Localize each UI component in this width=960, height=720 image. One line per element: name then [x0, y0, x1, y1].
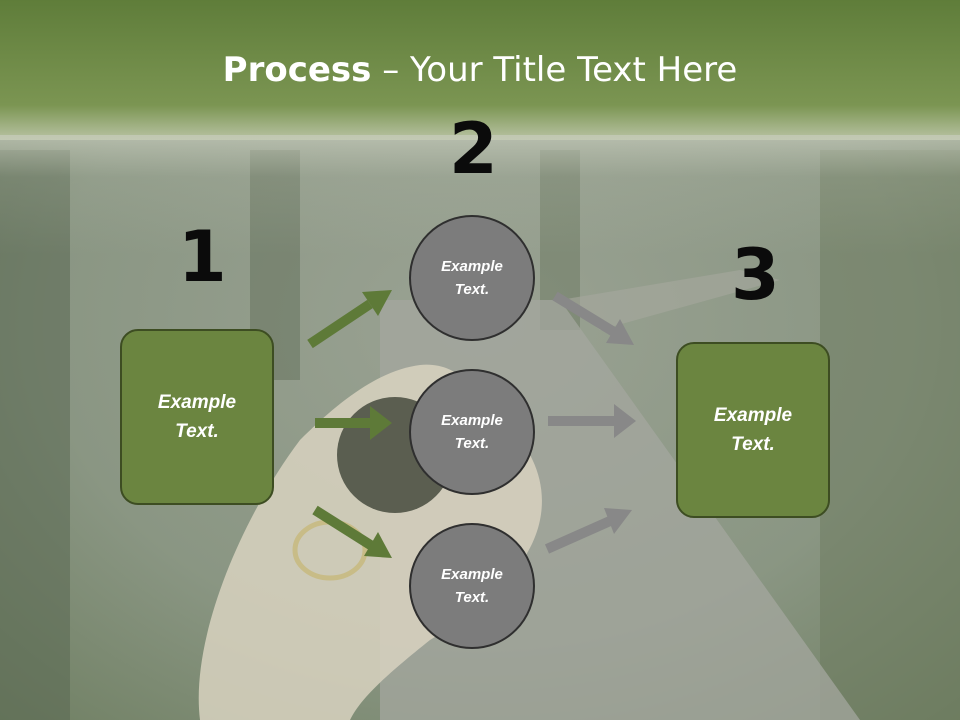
title-separator: –	[371, 50, 411, 90]
title-bold: Process	[222, 50, 372, 90]
step-number-1: 1	[178, 216, 227, 298]
circle-middle: Example Text.	[409, 369, 535, 495]
arrow-right-icon	[312, 505, 392, 558]
left-box-text: Example Text.	[157, 392, 237, 442]
arrow-right-icon	[307, 290, 392, 349]
left-text-box: Example Text.	[120, 329, 274, 505]
title-text: Your Title Text Here	[410, 50, 738, 90]
circle-bottom: Example Text.	[409, 523, 535, 649]
step-number-2: 2	[449, 108, 498, 190]
arrow-right-icon	[315, 406, 392, 440]
circle-bottom-text: Example Text.	[441, 566, 503, 606]
circle-top-text: Example Text.	[441, 258, 503, 298]
arrow-right-icon	[548, 404, 636, 438]
circle-middle-text: Example Text.	[441, 412, 503, 452]
right-box-text: Example Text.	[713, 405, 793, 455]
arrow-right-icon	[552, 291, 634, 345]
circle-top: Example Text.	[409, 215, 535, 341]
slide-title: Process – Your Title Text Here	[0, 50, 960, 90]
step-number-3: 3	[731, 234, 780, 316]
arrow-right-icon	[544, 508, 632, 554]
right-text-box: Example Text.	[676, 342, 830, 518]
